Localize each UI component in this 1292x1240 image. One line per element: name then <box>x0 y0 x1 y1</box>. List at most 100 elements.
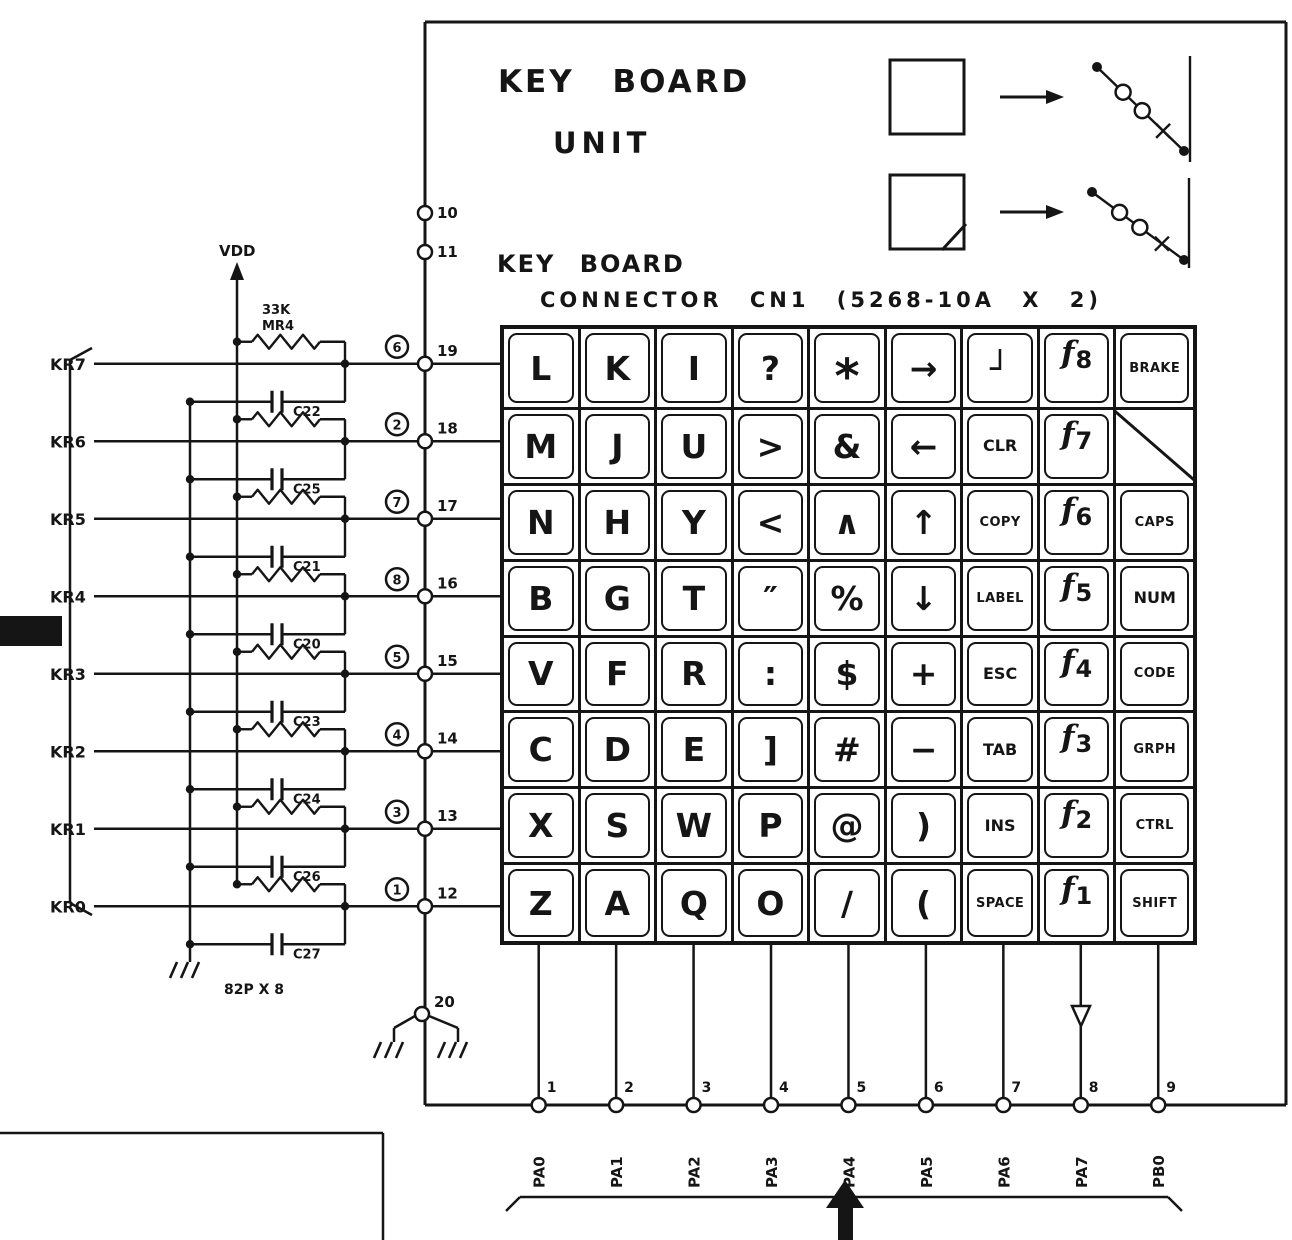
fkey-number: 1 <box>1075 882 1093 911</box>
fkey-letter: f <box>1061 416 1075 452</box>
pin-number: 4 <box>779 1080 789 1096</box>
keycap: T <box>661 565 727 631</box>
key-cell-r6c9: GRPH <box>1116 713 1193 790</box>
key-label: ? <box>760 348 781 388</box>
key-label: C <box>528 730 553 770</box>
key-label: U <box>680 426 708 466</box>
fkey-number: 8 <box>1075 346 1093 374</box>
keycap: C <box>508 717 574 783</box>
fkey-number: 4 <box>1075 654 1093 683</box>
circled-number <box>384 644 410 669</box>
keycap: NUM <box>1120 565 1189 631</box>
key-label: SPACE <box>976 895 1025 911</box>
key-label: V <box>528 654 554 694</box>
pin-circle <box>840 1096 857 1114</box>
keycap: ? <box>737 333 804 403</box>
port-label: PA0 <box>531 1156 549 1188</box>
keycap: > <box>737 414 804 479</box>
legend-square <box>888 58 966 136</box>
kr-label: KR2 <box>50 742 86 761</box>
keycap: COPY <box>967 489 1033 555</box>
keycap: # <box>814 717 880 783</box>
keycap: ( <box>890 869 957 937</box>
circled-number <box>384 412 410 437</box>
resistor-icon <box>251 488 321 505</box>
key-cell-r2c7: CLR <box>963 410 1040 486</box>
key-cell-r1c3: I <box>657 329 734 410</box>
key-cell-r1c7: ┘ <box>963 329 1040 410</box>
key-label: Z <box>528 883 553 923</box>
junction-dot <box>232 880 242 889</box>
key-cell-r8c2: A <box>580 865 658 941</box>
resistor-icon <box>251 798 321 815</box>
kr-label: KR1 <box>50 820 86 839</box>
key-label: J <box>611 426 624 466</box>
title-keyboard: KEY BOARD <box>498 64 751 100</box>
junction-dot <box>185 475 195 484</box>
key-cell-r6c1: C <box>504 713 581 790</box>
resistor-icon <box>251 876 321 893</box>
pin-number: 9 <box>1166 1080 1176 1096</box>
keycap: $ <box>814 641 880 707</box>
key-cell-r1c9: BRAKE <box>1116 329 1193 410</box>
diode-icon <box>1070 1004 1092 1030</box>
junction-dot <box>232 492 242 501</box>
key-cell-r7c3: W <box>657 789 734 866</box>
key-cell-r4c5: % <box>810 561 887 638</box>
keycap: D <box>584 717 651 783</box>
legend-contact-dot <box>1087 187 1097 197</box>
keycap: E <box>661 717 727 783</box>
key-label: A <box>604 883 631 923</box>
key-label: X <box>528 806 554 846</box>
key-cell-r1c5: * <box>810 329 887 410</box>
keycap: B <box>508 565 574 631</box>
keycap: Y <box>661 489 727 555</box>
circled-number-label: 8 <box>392 573 401 588</box>
key-cell-r8c6: ( <box>886 865 964 941</box>
port-label: PA2 <box>686 1156 704 1188</box>
pin-number: 20 <box>434 993 455 1011</box>
key-label: Y <box>681 502 706 542</box>
keycap: / <box>814 869 880 937</box>
keycap: A <box>584 869 651 937</box>
keycap: W <box>661 793 727 859</box>
legend-x-mark <box>1154 235 1170 252</box>
junction-dot <box>340 514 350 523</box>
key-cell-r7c7: INS <box>963 789 1040 866</box>
junction-dot <box>185 940 195 949</box>
pin-number: 14 <box>437 729 458 747</box>
pin-circle <box>416 665 434 682</box>
pin-circle <box>685 1096 702 1114</box>
circled-number <box>384 334 410 359</box>
legend-square-notched <box>888 173 966 251</box>
key-cell-r7c2: S <box>580 789 658 866</box>
key-label: + <box>909 654 938 694</box>
key-label: D <box>603 730 632 770</box>
circled-number-label: 3 <box>392 806 401 821</box>
ground-icon <box>190 961 201 979</box>
keycap: BRAKE <box>1120 333 1189 403</box>
pin-number: 3 <box>702 1080 712 1096</box>
ground-icon <box>179 961 190 979</box>
pin-circle <box>416 243 434 261</box>
keycap: H <box>584 489 651 555</box>
connector-stub <box>0 616 62 646</box>
key-cell-r4c2: G <box>580 561 658 638</box>
pin-number: 16 <box>437 574 458 592</box>
pin-circle <box>416 433 434 450</box>
key-cell-r3c7: COPY <box>963 485 1040 562</box>
fkey-number: 3 <box>1075 730 1093 759</box>
keycap: S <box>584 793 651 859</box>
keycap: INS <box>967 793 1033 859</box>
key-cell-r3c9: CAPS <box>1116 485 1193 562</box>
keycap: Z <box>508 869 574 937</box>
key-cell-r5c7: ESC <box>963 637 1040 714</box>
junction-dot <box>185 862 195 871</box>
junction-dot <box>232 725 242 734</box>
